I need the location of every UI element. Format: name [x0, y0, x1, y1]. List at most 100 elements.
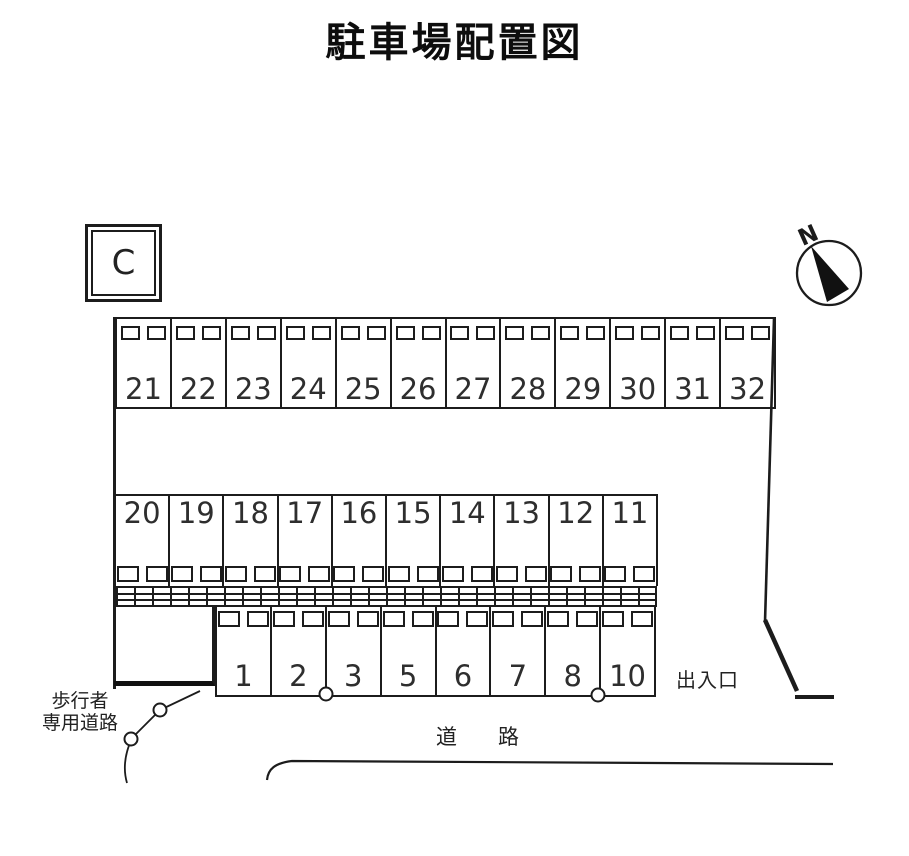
space-number: 23: [234, 372, 272, 406]
space-number: 28: [509, 372, 547, 406]
parking-space-26: 26: [392, 319, 447, 407]
wheel-stoppers: [227, 326, 280, 340]
space-number: 12: [557, 496, 595, 530]
wheel-stoppers: [546, 611, 599, 627]
wheel-stoppers: [491, 611, 544, 627]
space-number: 6: [453, 659, 473, 693]
wheel-stoppers: [392, 326, 445, 340]
parking-space-16: 16: [333, 496, 388, 586]
path-post-circle: [152, 702, 168, 718]
parking-space-6: 6: [437, 606, 492, 695]
parking-space-10: 10: [601, 606, 654, 695]
parking-space-17: 17: [279, 496, 333, 586]
space-number: 1: [234, 659, 253, 693]
wheel-stoppers: [279, 566, 331, 582]
parking-space-13: 13: [495, 496, 550, 586]
wheel-stoppers: [611, 326, 664, 340]
wheel-stoppers: [387, 566, 439, 582]
road-edge-line: [265, 759, 834, 781]
parking-space-7: 7: [491, 606, 547, 695]
wheel-stoppers: [501, 326, 554, 340]
space-number: 5: [398, 659, 418, 693]
wheel-stoppers: [721, 326, 774, 340]
corner-area: [114, 606, 215, 686]
block-label-box: C: [85, 224, 162, 302]
parking-space-24: 24: [282, 319, 337, 407]
diagram-title: 駐車場配置図: [325, 20, 584, 66]
parking-space-21: 21: [117, 319, 172, 407]
wheel-stoppers: [333, 566, 385, 582]
wheel-stoppers: [437, 611, 490, 627]
parking-space-25: 25: [337, 319, 392, 407]
wheel-stoppers: [327, 611, 380, 627]
space-number: 8: [563, 659, 582, 693]
parking-space-15: 15: [387, 496, 442, 586]
space-number: 14: [448, 496, 486, 530]
wheel-stoppers: [116, 566, 168, 582]
parking-row-1-10: 1 2 3 5 6 7 8 10: [215, 606, 656, 697]
parking-space-8: 8: [546, 606, 602, 695]
wheel-stoppers: [447, 326, 500, 340]
parking-space-11: 11: [604, 496, 656, 586]
wheel-stoppers: [117, 326, 170, 340]
space-number: 27: [454, 372, 492, 406]
space-number: 2: [289, 659, 308, 693]
space-number: 11: [611, 496, 649, 530]
space-number: 25: [344, 372, 382, 406]
entrance-label: 出入口: [676, 668, 739, 692]
space-number: 21: [125, 372, 162, 406]
parking-space-2: 2: [272, 606, 327, 695]
wheel-stoppers: [282, 326, 335, 340]
space-number: 16: [340, 496, 378, 530]
parking-space-28: 28: [501, 319, 557, 407]
wheel-stoppers: [382, 611, 435, 627]
wheel-stoppers: [224, 566, 276, 582]
space-number: 13: [503, 496, 540, 530]
space-number: 30: [619, 372, 657, 406]
space-number: 20: [123, 496, 161, 530]
parking-row-21-32: 21 22 23 24 25 26 27 28 29 30 31 32: [115, 317, 776, 409]
parking-space-32: 32: [721, 319, 774, 407]
wheel-stoppers: [272, 611, 325, 627]
parking-space-5: 5: [382, 606, 437, 695]
space-number: 24: [289, 372, 327, 406]
wheel-stoppers: [170, 566, 222, 582]
parking-space-12: 12: [550, 496, 604, 586]
parking-space-29: 29: [556, 319, 612, 407]
space-number: 19: [177, 496, 215, 530]
path-post-circle: [123, 731, 139, 747]
wheel-stoppers: [666, 326, 719, 340]
wheel-stoppers: [172, 326, 225, 340]
space-number: 22: [179, 372, 217, 406]
compass-needle: [811, 246, 849, 302]
block-label: C: [91, 230, 156, 296]
wheel-stoppers: [217, 611, 270, 627]
parking-row-20-11: 20 19 18 17 16 15 14 13 12 11: [114, 494, 658, 586]
parking-space-19: 19: [170, 496, 225, 586]
space-number: 15: [394, 496, 432, 530]
parking-space-23: 23: [227, 319, 282, 407]
parking-space-18: 18: [224, 496, 279, 586]
parking-space-31: 31: [666, 319, 722, 407]
parking-space-22: 22: [172, 319, 227, 407]
compass-icon: N: [794, 220, 863, 307]
wheel-stoppers: [604, 566, 656, 582]
space-number: 18: [232, 496, 269, 530]
space-number: 29: [564, 372, 602, 406]
space-number: 7: [508, 659, 528, 693]
parking-space-1: 1: [217, 606, 272, 695]
road-label: 道 路: [436, 725, 529, 749]
space-number: 3: [343, 659, 363, 693]
parking-space-27: 27: [447, 319, 502, 407]
space-number: 10: [609, 659, 647, 693]
center-walkway-hatch: [114, 586, 657, 607]
space-number: 32: [729, 372, 767, 406]
parking-space-30: 30: [611, 319, 667, 407]
parking-space-14: 14: [441, 496, 496, 586]
wheel-stoppers: [495, 566, 548, 582]
wheel-stoppers: [556, 326, 609, 340]
pedestrian-path: [124, 690, 201, 784]
wheel-stoppers: [550, 566, 602, 582]
wheel-stoppers: [337, 326, 390, 340]
